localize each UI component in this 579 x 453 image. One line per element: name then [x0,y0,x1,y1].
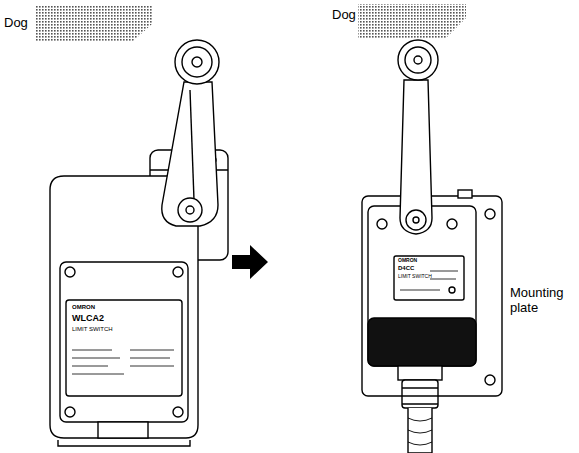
transition-arrow [232,245,268,279]
model-text: D4CC [398,265,428,272]
wlca2-switch [50,40,228,446]
dog-block [36,5,152,42]
d4cc-switch [362,40,502,453]
model-text: WLCA2 [72,313,132,323]
part-label: Dog [4,16,44,31]
dog-block [358,4,466,38]
part-label: Dog [332,8,372,23]
brand-text: OMRON [398,258,438,264]
nameplate-text: LIMIT SWITCH [398,274,438,280]
part-label: Mounting plate [510,286,576,316]
brand-text: OMRON [72,304,132,311]
nameplate-text: LIMIT SWITCH [72,326,152,333]
